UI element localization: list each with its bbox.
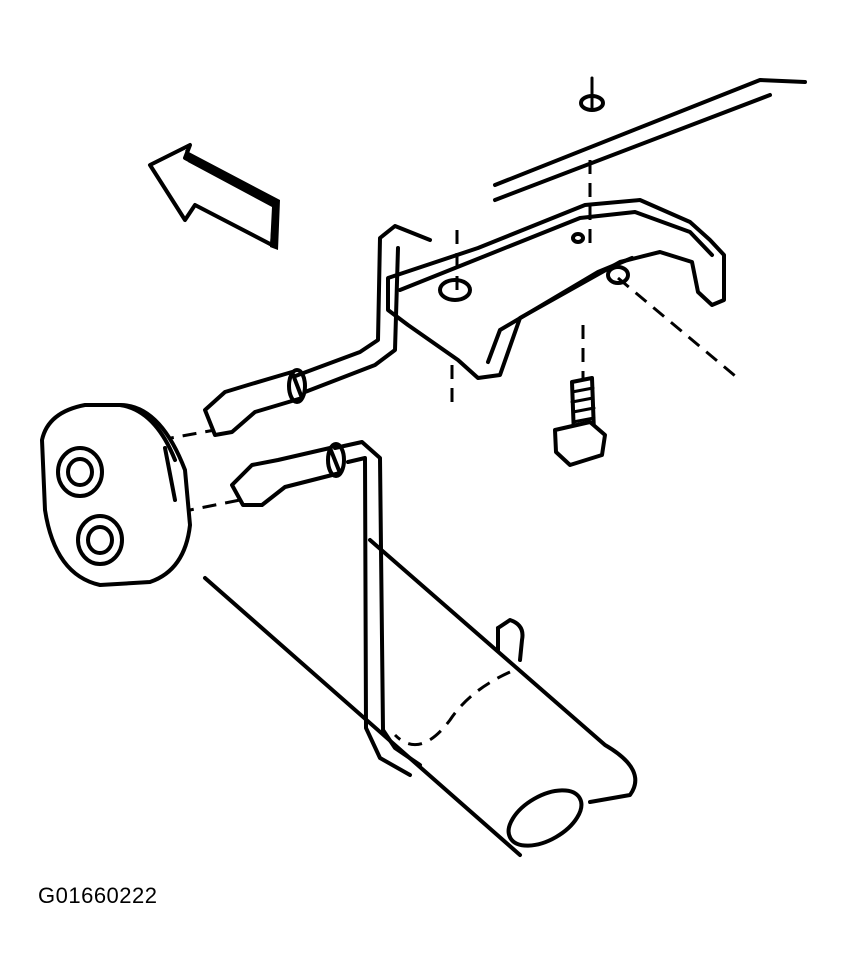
bolt-icon: [553, 376, 607, 467]
connector-block: [40, 403, 192, 587]
fastener-nut-icon: [579, 76, 605, 112]
direction-arrow-icon: [148, 143, 280, 250]
tube-housing: [203, 538, 638, 857]
lower-pipe: [230, 440, 422, 777]
mounting-bracket: [386, 198, 726, 380]
figure-id-label: G01660222: [38, 883, 158, 908]
crossmember: [493, 78, 807, 202]
upper-pipe: [203, 224, 432, 437]
